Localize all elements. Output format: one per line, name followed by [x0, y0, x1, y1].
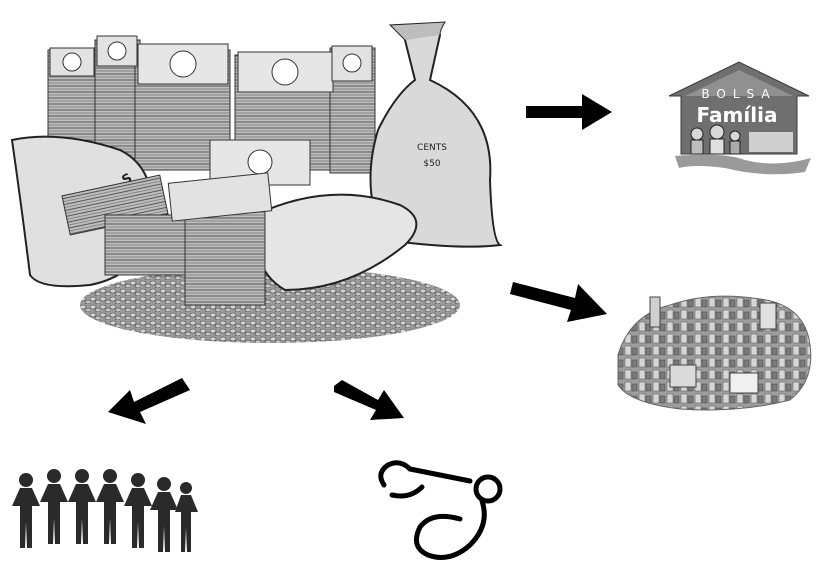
- people-chain-icon: [10, 466, 200, 556]
- groceries-image: [610, 285, 817, 415]
- stethoscope-icon: [370, 455, 520, 571]
- money-pile-image: CENTS $50 S: [0, 0, 520, 360]
- person-figure: [150, 477, 178, 552]
- bolsa-main-label: Família: [697, 103, 778, 127]
- person-figure: [124, 473, 152, 548]
- bag-label-cents: CENTS: [417, 143, 447, 153]
- person-figure: [40, 469, 68, 544]
- arrow-right-icon: [520, 90, 620, 135]
- person-figure: [12, 473, 40, 548]
- person-figure: [96, 469, 124, 544]
- arrow-down-left-icon: [100, 372, 195, 432]
- coin-bag-front: [254, 195, 416, 290]
- person-figure: [68, 469, 96, 544]
- arrow-down-right-icon: [505, 272, 615, 332]
- bolsa-familia-logo: BOLSA Família: [665, 60, 817, 180]
- bag-label-amount: $50: [423, 159, 440, 169]
- person-figure: [175, 482, 198, 552]
- bolsa-top-label: BOLSA: [701, 87, 776, 101]
- arrow-down-right-small-icon: [330, 378, 410, 428]
